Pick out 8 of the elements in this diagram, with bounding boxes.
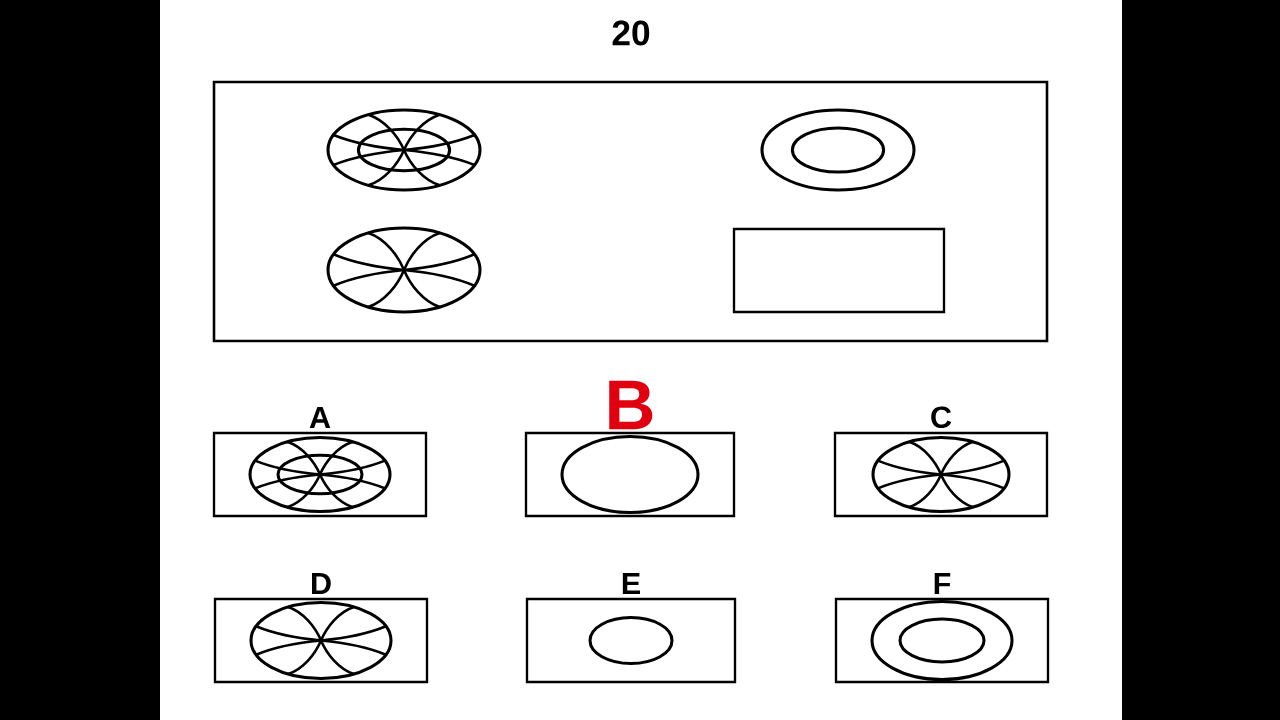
option-letter: D (312, 573, 331, 595)
option-letter: A (309, 407, 331, 429)
option-letter: B (609, 380, 653, 430)
option-box (732, 227, 946, 314)
title: 20 (612, 20, 650, 46)
option-letter: E (622, 573, 640, 595)
option-letter: F (934, 573, 951, 595)
option-letter: C (931, 406, 952, 429)
